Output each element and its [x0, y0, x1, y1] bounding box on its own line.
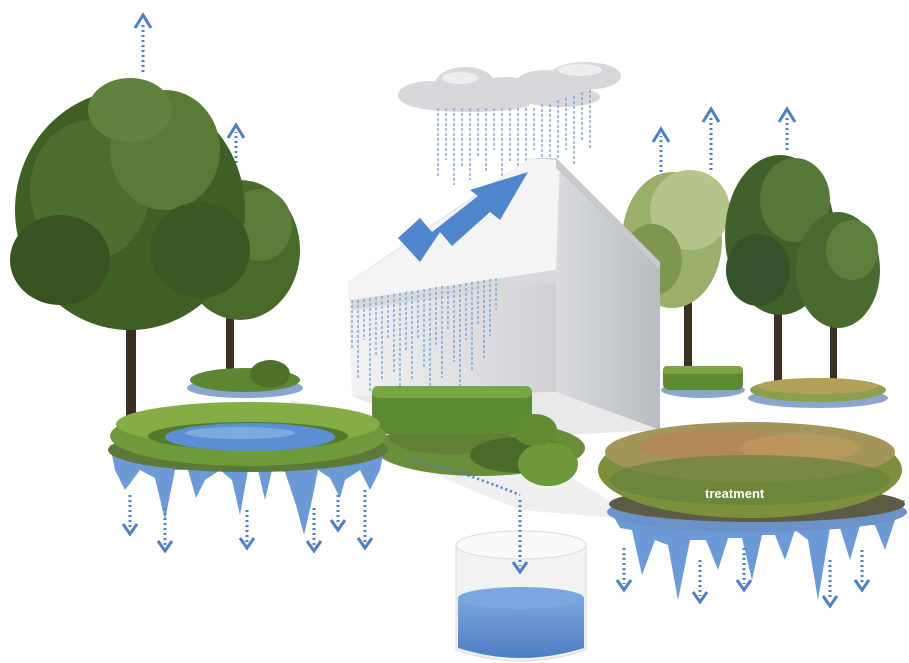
dotted-down-arrow-icon [238, 510, 256, 551]
left-trees [10, 78, 300, 432]
left-island [108, 402, 388, 535]
tree [796, 212, 880, 384]
evaporation-arrows [133, 12, 797, 178]
treatment-island: treatment [598, 422, 907, 600]
cistern [455, 530, 587, 662]
dotted-up-arrow-icon [226, 122, 246, 178]
central-planting-bed [372, 386, 585, 486]
dotted-up-arrow-icon [133, 12, 153, 72]
dotted-down-arrow-icon [735, 548, 753, 593]
conveyance-line [409, 458, 521, 497]
dotted-up-arrow-icon [651, 126, 671, 172]
dotted-down-arrow-icon [615, 548, 633, 593]
rain-cloud-icon [398, 62, 621, 186]
lightning-arrow-icon [398, 172, 528, 262]
pond [165, 423, 335, 451]
infiltration-arrows [121, 490, 871, 609]
planter-small-right [661, 366, 745, 398]
dotted-down-arrow-icon [511, 500, 529, 575]
planter-small-far-right [748, 378, 888, 408]
house [348, 158, 660, 440]
tree [10, 78, 250, 432]
dotted-down-arrow-icon [691, 560, 709, 605]
right-trees [622, 155, 880, 385]
dotted-down-arrow-icon [156, 508, 174, 554]
roof-drips [351, 278, 497, 392]
dotted-down-arrow-icon [853, 550, 871, 593]
dotted-down-arrow-icon [329, 495, 347, 533]
dotted-down-arrow-icon [821, 560, 839, 609]
dotted-down-arrow-icon [356, 490, 374, 551]
dotted-down-arrow-icon [305, 508, 323, 554]
dotted-down-arrow-icon [121, 495, 139, 537]
dotted-up-arrow-icon [701, 106, 721, 170]
dotted-up-arrow-icon [777, 106, 797, 150]
planter-small-left [187, 360, 303, 398]
treatment-label: treatment [705, 486, 765, 501]
